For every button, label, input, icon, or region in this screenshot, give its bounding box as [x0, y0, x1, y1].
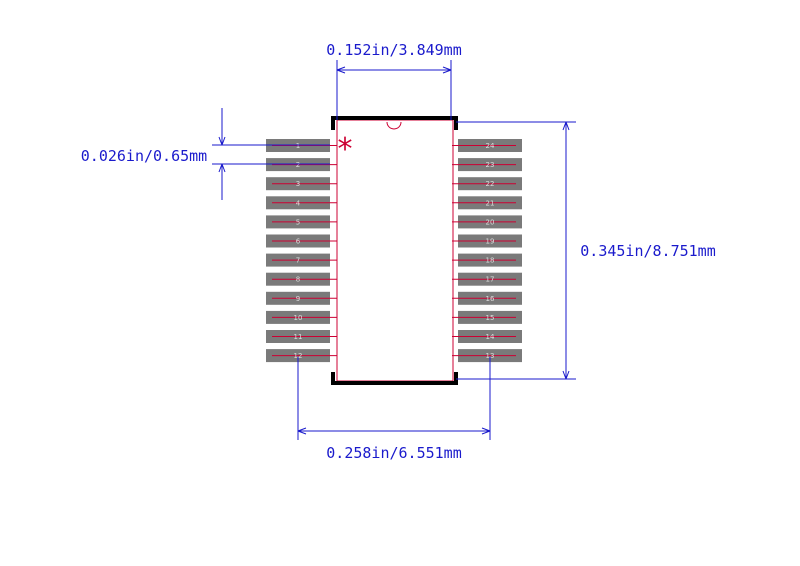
right-pad-number: 24	[486, 142, 495, 150]
left-pad-number: 2	[296, 161, 300, 169]
pitch-dimension	[212, 108, 330, 200]
right-pad-row: 24 23 22 21 20 19 18 17 16 15 14 13	[452, 139, 522, 363]
right-pad-number: 14	[486, 333, 495, 341]
pin1-notch	[386, 121, 402, 130]
left-pad-number: 4	[296, 199, 301, 207]
left-pad-number: 1	[296, 142, 300, 150]
right-pad-number: 13	[486, 352, 495, 360]
right-pad-number: 18	[486, 257, 495, 265]
right-pad-number: 21	[486, 199, 495, 207]
body-width-dimension	[336, 60, 452, 120]
pitch-label: 0.026in/0.65mm	[81, 147, 207, 165]
pin1-marker: *	[338, 132, 353, 167]
span-dimension	[297, 357, 491, 440]
left-pad-number: 11	[294, 333, 303, 341]
right-pad-number: 23	[486, 161, 495, 169]
span-label: 0.258in/6.551mm	[326, 444, 461, 462]
left-pad-number: 6	[296, 238, 301, 246]
left-pad-number: 12	[294, 352, 303, 360]
body-outline	[336, 119, 454, 382]
left-pad-number: 9	[296, 295, 300, 303]
right-pad-number: 19	[486, 238, 495, 246]
left-pad-number: 7	[296, 257, 300, 265]
left-pad-number: 3	[296, 180, 300, 188]
body-length-label: 0.345in/8.751mm	[580, 242, 715, 260]
right-pad-number: 16	[486, 295, 495, 303]
body-width-label: 0.152in/3.849mm	[326, 41, 461, 59]
left-pad-number: 8	[296, 276, 300, 284]
right-pad-number: 22	[486, 180, 495, 188]
right-pad-number: 15	[486, 314, 495, 322]
right-pad-number: 17	[486, 276, 495, 284]
left-pad-number: 10	[294, 314, 303, 322]
silkscreen-top	[331, 116, 458, 130]
body-length-dimension	[456, 121, 576, 380]
left-pad-number: 5	[296, 218, 300, 226]
silkscreen-bottom	[331, 372, 458, 385]
right-pad-number: 20	[486, 218, 495, 226]
